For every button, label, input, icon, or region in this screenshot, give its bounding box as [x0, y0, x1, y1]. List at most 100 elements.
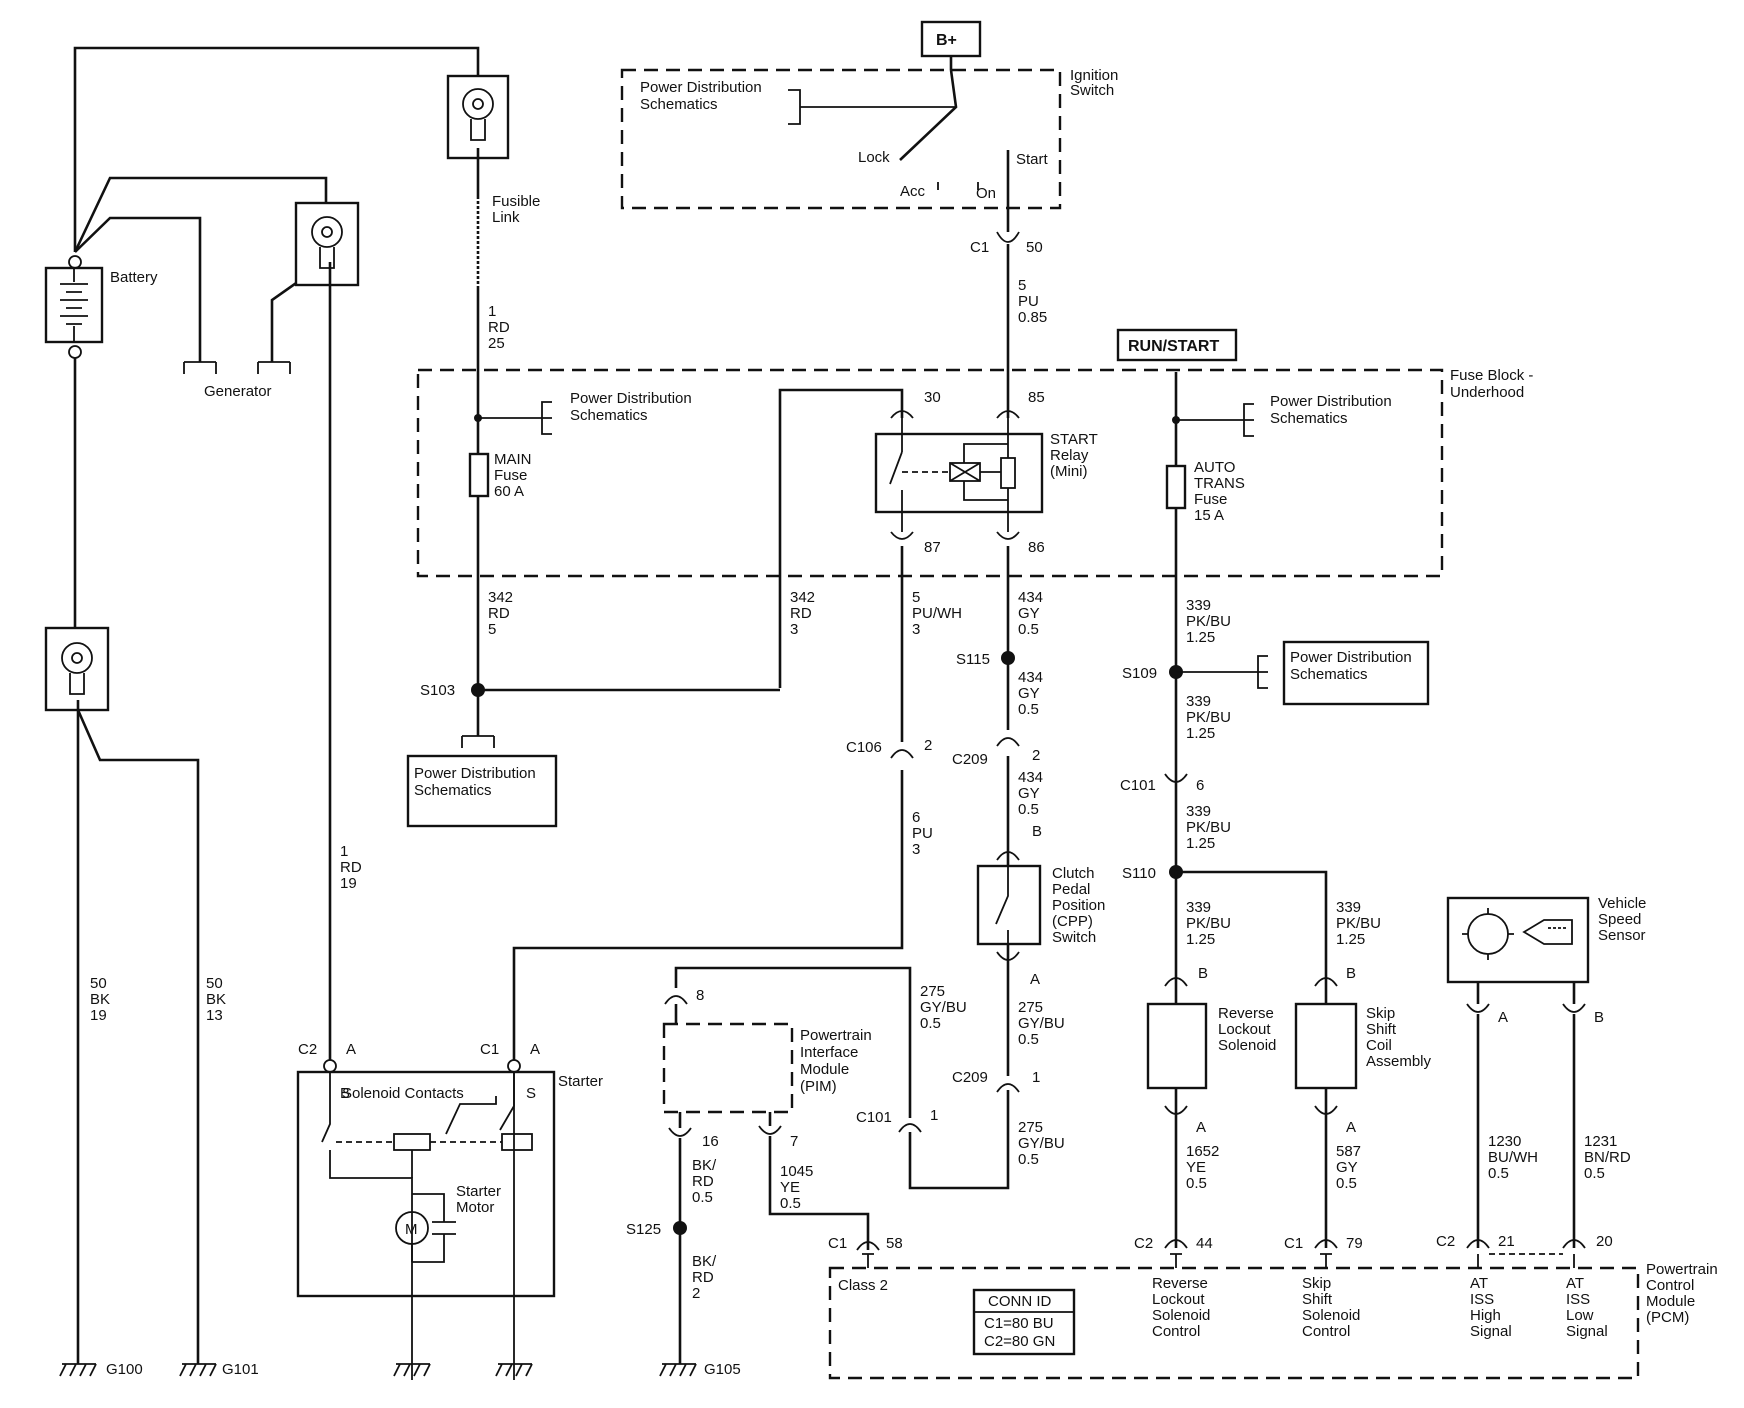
pim-pin7: 7	[790, 1133, 798, 1150]
c1-starter-pin: A	[530, 1041, 540, 1058]
starter-label: Starter	[558, 1073, 603, 1090]
c106-pin: 2	[924, 737, 932, 754]
start-relay	[874, 432, 1044, 514]
conn-id-label: CONN ID	[988, 1293, 1052, 1310]
pin-b-starter: B	[340, 1085, 350, 1102]
s109-label: S109	[1122, 665, 1157, 682]
conn-c2-label: C2=80 GN	[984, 1333, 1055, 1350]
vss-pin-b: B	[1594, 1009, 1604, 1026]
cpp-pin-b: B	[1032, 823, 1042, 840]
pcm-c1b-label: C1	[1284, 1235, 1303, 1252]
sk-pin-b: B	[1346, 965, 1356, 982]
conn-c1-label: C1=80 BU	[984, 1315, 1054, 1332]
sk-pin-a: A	[1346, 1119, 1356, 1136]
c106-label: C106	[846, 739, 882, 756]
s110-label: S110	[1122, 865, 1156, 882]
g105-label: G105	[704, 1361, 741, 1378]
main-fuse	[468, 452, 490, 498]
c1-starter-label: C1	[480, 1041, 499, 1058]
g100-label: G100	[106, 1361, 143, 1378]
pds-box-1	[406, 754, 558, 828]
c101b-label: C101	[856, 1109, 892, 1126]
generator-label: Generator	[204, 383, 272, 400]
pin85-label: 85	[1028, 389, 1045, 406]
sol-contacts-label: Solenoid Contacts	[342, 1085, 464, 1102]
pds-box-2	[1282, 640, 1430, 706]
rv-pin-b: B	[1198, 965, 1208, 982]
c1-ign-label: C1	[970, 239, 989, 256]
ground-stud	[44, 626, 110, 712]
class2-label: Class 2	[838, 1277, 888, 1294]
pin87-label: 87	[924, 539, 941, 556]
c209a-label: C209	[952, 751, 988, 768]
fuse-block-label: Fuse Block -Underhood	[1450, 367, 1533, 401]
pim-pin8: 8	[696, 987, 704, 1004]
c101a-pin: 6	[1196, 777, 1204, 794]
pin30-label: 30	[924, 389, 941, 406]
c209b-label: C209	[952, 1069, 988, 1086]
pim-pin16: 16	[702, 1133, 719, 1150]
acc-label: Acc	[900, 183, 926, 200]
c209b-pin: 1	[1032, 1069, 1040, 1086]
bplus-label: B+	[936, 32, 957, 49]
run-start-label: RUN/START	[1128, 338, 1219, 355]
rv-pin-a: A	[1196, 1119, 1206, 1136]
generator-stud	[294, 201, 360, 287]
c101a-label: C101	[1120, 777, 1156, 794]
pcm-c1-pin: 58	[886, 1235, 903, 1252]
skip-shift-coil	[1294, 1002, 1358, 1090]
pcm-c1b-pin: 79	[1346, 1235, 1363, 1252]
cpp-pin-a: A	[1030, 971, 1040, 988]
fuse-block-underhood: Fuse Block -Underhood Power Distribution…	[416, 328, 1533, 866]
battery-label: Battery	[110, 269, 158, 286]
c2-starter-label: C2	[298, 1041, 317, 1058]
run-start-box	[1116, 328, 1238, 362]
g101-label: G101	[222, 1361, 259, 1378]
pcm-pin20: 20	[1596, 1233, 1613, 1250]
s103-label: S103	[420, 682, 455, 699]
